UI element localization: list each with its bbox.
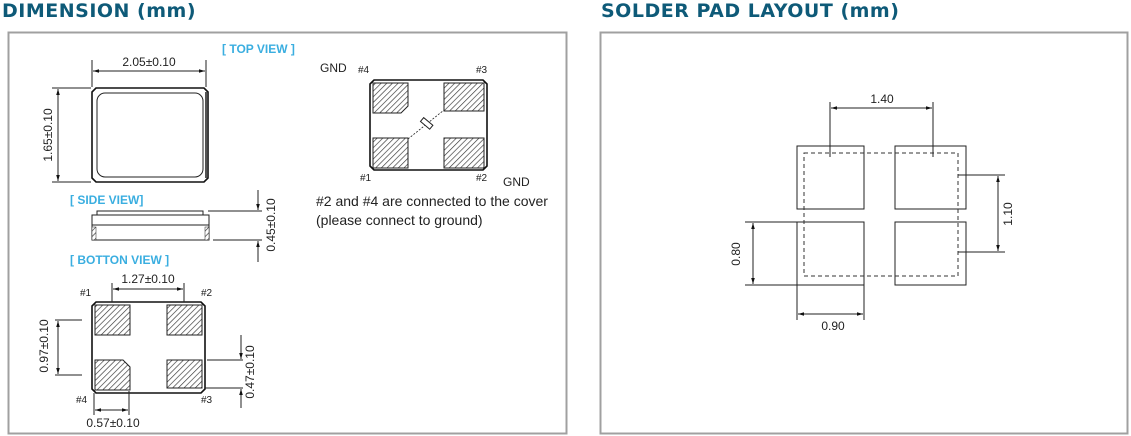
schematic-pin-3: #3: [476, 65, 488, 76]
pad-width-dim: 0.57±0.10: [86, 416, 140, 430]
bottom-view-label: [ BOTTON VIEW ]: [70, 253, 169, 267]
bottom-pin-2: #2: [201, 288, 213, 299]
schematic-note-line2: (please connect to ground): [316, 212, 483, 228]
side-view: [ SIDE VIEW] 0.45±0.10: [70, 190, 278, 262]
schematic-note-line1: #2 and #4 are connected to the cover: [316, 193, 548, 209]
solder-pad: [796, 221, 865, 286]
solder-pad-panel: [599, 31, 1129, 435]
pin-schematic: GND GND #1 #2 #3 #4 #2 and #4 are connec…: [316, 61, 548, 228]
pad-pitch-dim: 1.27±0.10: [121, 272, 175, 286]
bottom-pin-1: #1: [80, 288, 92, 299]
solder-pad-layout: 1.40 1.10 0.80 0.90: [729, 92, 1015, 333]
crystal-symbol: [419, 116, 434, 130]
dimension-panel: [7, 31, 568, 435]
schematic-gnd-left: GND: [320, 61, 347, 75]
bottom-pin-4: #4: [76, 395, 88, 406]
top-view-label: [ TOP VIEW ]: [222, 42, 295, 56]
pad-vertical-pitch-dim: 0.97±0.10: [37, 319, 51, 373]
schematic-pin-4: #4: [358, 65, 370, 76]
dimension-title: DIMENSION (mm): [2, 0, 197, 22]
solder-pad-title: SOLDER PAD LAYOUT (mm): [601, 0, 900, 22]
pad-height-dim: 0.47±0.10: [243, 345, 257, 399]
schematic-gnd-right: GND: [503, 175, 530, 189]
bottom-pin-3: #3: [201, 395, 213, 406]
top-width-dim: 2.05±0.10: [122, 55, 176, 69]
schematic-pin-1: #1: [360, 173, 372, 184]
pad-height-dim: 0.80: [729, 242, 743, 266]
horizontal-pitch-dim: 1.40: [870, 92, 894, 106]
thickness-dim: 0.45±0.10: [264, 198, 278, 252]
pad-width-dim: 0.90: [821, 319, 845, 333]
schematic-pin-2: #2: [476, 173, 488, 184]
vertical-pitch-dim: 1.10: [1001, 202, 1015, 226]
top-height-dim: 1.65±0.10: [41, 108, 55, 162]
solder-pad: [894, 221, 967, 286]
side-view-label: [ SIDE VIEW]: [70, 193, 143, 207]
bottom-view: [ BOTTON VIEW ] #1 #2 #3 #4 1.27±0.10 0.…: [37, 253, 257, 430]
solder-pad: [894, 145, 967, 210]
top-view: [ TOP VIEW ] 2.05±0.10 1.65±0.10: [41, 42, 295, 183]
package-outline: [803, 152, 959, 277]
